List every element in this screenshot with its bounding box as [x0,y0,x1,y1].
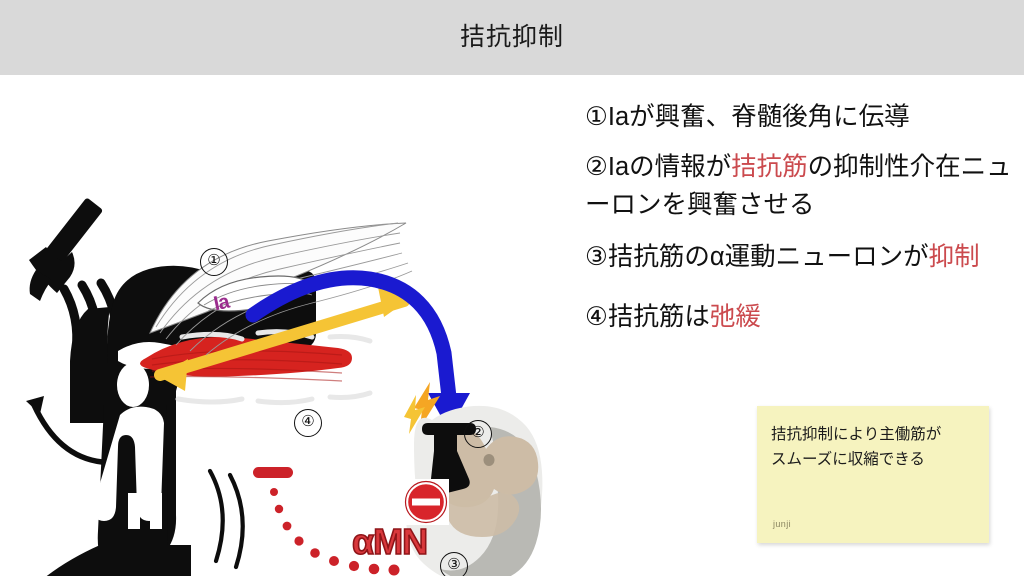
sticky-note-signature: junji [773,519,792,529]
header-bar [0,0,1024,75]
highlighted-term: 拮抗筋 [731,153,808,181]
step-text: ④拮抗筋は [585,303,710,331]
sticky-note-text: 拮抗抑制により主働筋がスムーズに収縮できる [771,426,942,468]
step-1: ①Iaが興奮、脊髄後角に伝導 [585,98,1017,136]
reflex-hammer-icon [29,198,103,301]
page-title: 拮抗抑制 [459,23,564,51]
step-text: の抑制性介在ニューロンを興奮させる [585,153,1012,219]
yellow-stretch-arrow-icon [154,287,410,391]
illustration-svg [26,198,543,576]
step-2: ②Iaの情報が拮抗筋の抑制性介在ニューロンを興奮させる [585,148,1017,224]
step-text: ②Iaの情報が [585,153,732,181]
foot-motion-lines-icon [207,468,245,570]
muscle-spindle-icon [149,222,413,356]
interneuron-icon [422,423,476,496]
marker-3: ③ [440,552,468,576]
leg-swing-arrow-icon [26,396,105,465]
no-entry-icon [403,479,449,525]
alpha-motor-neuron-label: αMN [351,521,429,562]
explanation-steps: ①Iaが興奮、脊髄後角に伝導 ②Iaの情報が拮抗筋の抑制性介在ニューロンを興奮させ… [585,98,1017,348]
marker-1: ① [200,248,228,276]
marker-4: ④ [294,409,322,437]
anatomy-illustration: ① ② ③ ④ Ia αMN [0,75,585,576]
step-3: ③拮抗筋のα運動ニューロンが抑制 [585,238,1017,276]
sticky-note: 拮抗抑制により主働筋がスムーズに収縮できる junji [757,406,989,543]
highlighted-term: 弛緩 [709,303,761,331]
step-text: ③拮抗筋のα運動ニューロンが [585,243,929,271]
lightning-icon [404,382,440,434]
step-4: ④拮抗筋は弛緩 [585,298,1017,336]
inhibition-bar-icon [253,467,293,478]
marker-2: ② [464,420,492,448]
red-dotted-inhibited-pathway-icon [253,467,400,576]
step-text: ①Iaが興奮、脊髄後角に伝導 [585,103,910,131]
highlighted-term: 抑制 [928,243,980,271]
